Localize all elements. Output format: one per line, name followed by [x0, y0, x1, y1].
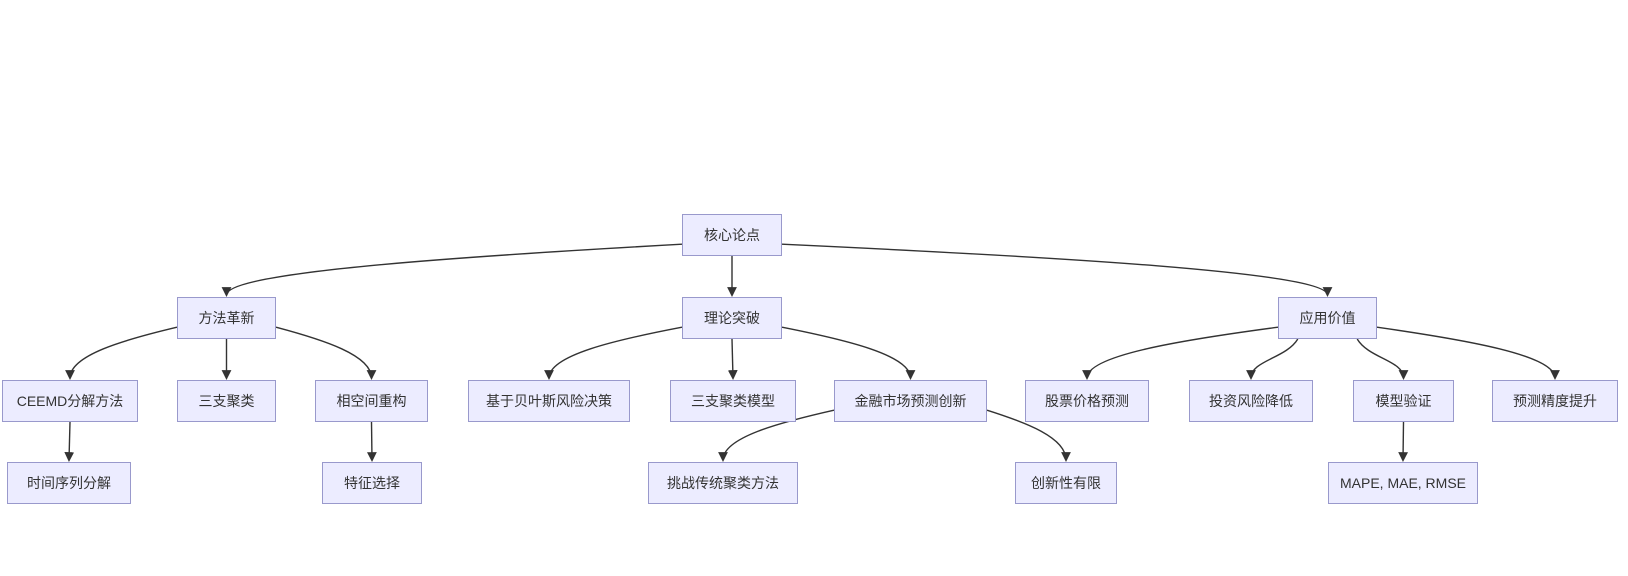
node-bayes: 基于贝叶斯风险决策 [468, 380, 630, 422]
node-feature: 特征选择 [322, 462, 422, 504]
node-twmodel: 三支聚类模型 [670, 380, 796, 422]
node-limited: 创新性有限 [1015, 462, 1117, 504]
node-mape: MAPE, MAE, RMSE [1328, 462, 1478, 504]
node-tsdecomp: 时间序列分解 [7, 462, 131, 504]
node-core: 核心论点 [682, 214, 782, 256]
node-finance: 金融市场预测创新 [834, 380, 987, 422]
node-threeway: 三支聚类 [177, 380, 276, 422]
node-method: 方法革新 [177, 297, 276, 339]
node-accuracy: 预测精度提升 [1492, 380, 1618, 422]
node-phase: 相空间重构 [315, 380, 428, 422]
node-stock: 股票价格预测 [1025, 380, 1149, 422]
node-ceemd: CEEMD分解方法 [2, 380, 138, 422]
node-modelval: 模型验证 [1353, 380, 1454, 422]
node-theory: 理论突破 [682, 297, 782, 339]
node-value: 应用价值 [1278, 297, 1377, 339]
node-invest: 投资风险降低 [1189, 380, 1313, 422]
node-challenge: 挑战传统聚类方法 [648, 462, 798, 504]
